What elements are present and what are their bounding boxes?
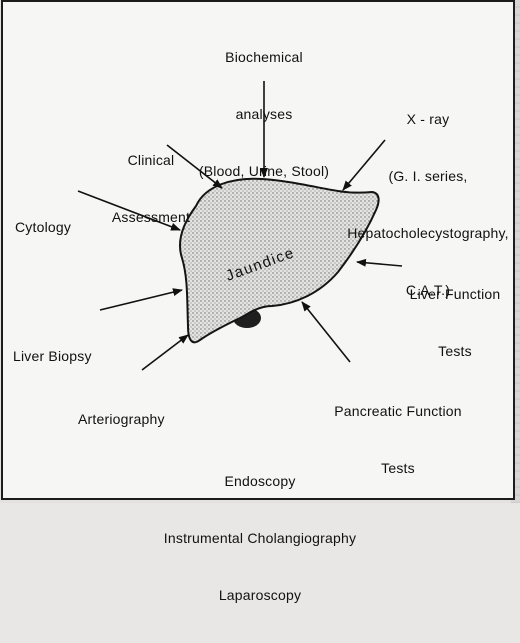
label-line: Clinical — [100, 151, 202, 170]
label-line: Assessment — [100, 208, 202, 227]
label-line: Liver Biopsy — [13, 347, 92, 366]
label-line: Endoscopy — [149, 472, 371, 491]
label-line: Instrumental Cholangiography — [149, 529, 371, 548]
label-biochemical: Biochemical analyses (Blood, Urine, Stoo… — [186, 10, 342, 219]
label-line: Laparoscopy — [149, 586, 371, 605]
label-line: Hepatocholecystography, — [338, 224, 518, 243]
label-line: (Blood, Urine, Stool) — [186, 162, 342, 181]
label-line: analyses — [186, 105, 342, 124]
arrow-biopsy — [100, 290, 182, 310]
label-line: Pancreatic Function — [326, 402, 470, 421]
label-clinical: Clinical Assessment — [100, 113, 202, 265]
label-line: (G. I. series, — [338, 167, 518, 186]
label-line: Cytology — [15, 218, 71, 237]
arrow-arteriography — [142, 335, 188, 370]
label-line: X - ray — [338, 110, 518, 129]
label-line: Tests — [398, 342, 512, 361]
label-endoscopy: Endoscopy Instrumental Cholangiography L… — [149, 434, 371, 643]
label-line: Arteriography — [78, 410, 165, 429]
label-line: Liver Function — [398, 285, 512, 304]
diagram-canvas: Jaundice Biochemical analyses (Blood, Ur… — [0, 0, 520, 503]
label-line: Biochemical — [186, 48, 342, 67]
label-cytology: Cytology — [15, 180, 71, 275]
